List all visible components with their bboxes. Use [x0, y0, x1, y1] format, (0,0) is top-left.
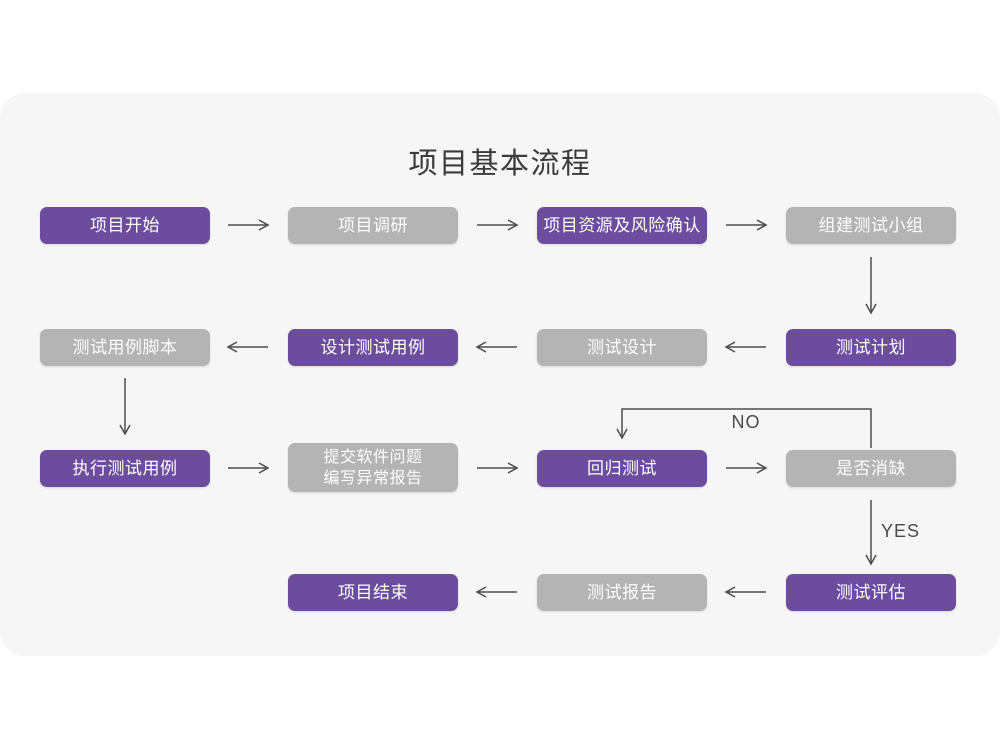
node-execute-test-cases: 执行测试用例 — [40, 450, 210, 487]
arrow-down-icon — [865, 257, 877, 315]
node-test-report: 测试报告 — [537, 574, 707, 611]
node-resource-risk-confirm: 项目资源及风险确认 — [537, 207, 707, 244]
yes-arrow-down-icon — [865, 500, 877, 566]
node-project-start: 项目开始 — [40, 207, 210, 244]
node-submit-issue-report: 提交软件问题 编写异常报告 — [288, 443, 458, 492]
diagram-title: 项目基本流程 — [408, 148, 592, 180]
node-regression-test: 回归测试 — [537, 450, 707, 487]
node-test-case-script: 测试用例脚本 — [40, 329, 210, 366]
branch-label-no: NO — [731, 412, 761, 432]
node-project-research: 项目调研 — [288, 207, 458, 244]
node-defect-cleared: 是否消缺 — [786, 450, 956, 487]
node-test-design: 测试设计 — [537, 329, 707, 366]
arrow-down-icon — [119, 378, 131, 436]
node-project-end: 项目结束 — [288, 574, 458, 611]
node-test-plan: 测试计划 — [786, 329, 956, 366]
flowchart-canvas: 项目基本流程 — [0, 93, 1000, 656]
branch-label-yes: YES — [881, 521, 921, 541]
node-design-test-cases: 设计测试用例 — [288, 329, 458, 366]
node-build-test-team: 组建测试小组 — [786, 207, 956, 244]
node-test-evaluation: 测试评估 — [786, 574, 956, 611]
